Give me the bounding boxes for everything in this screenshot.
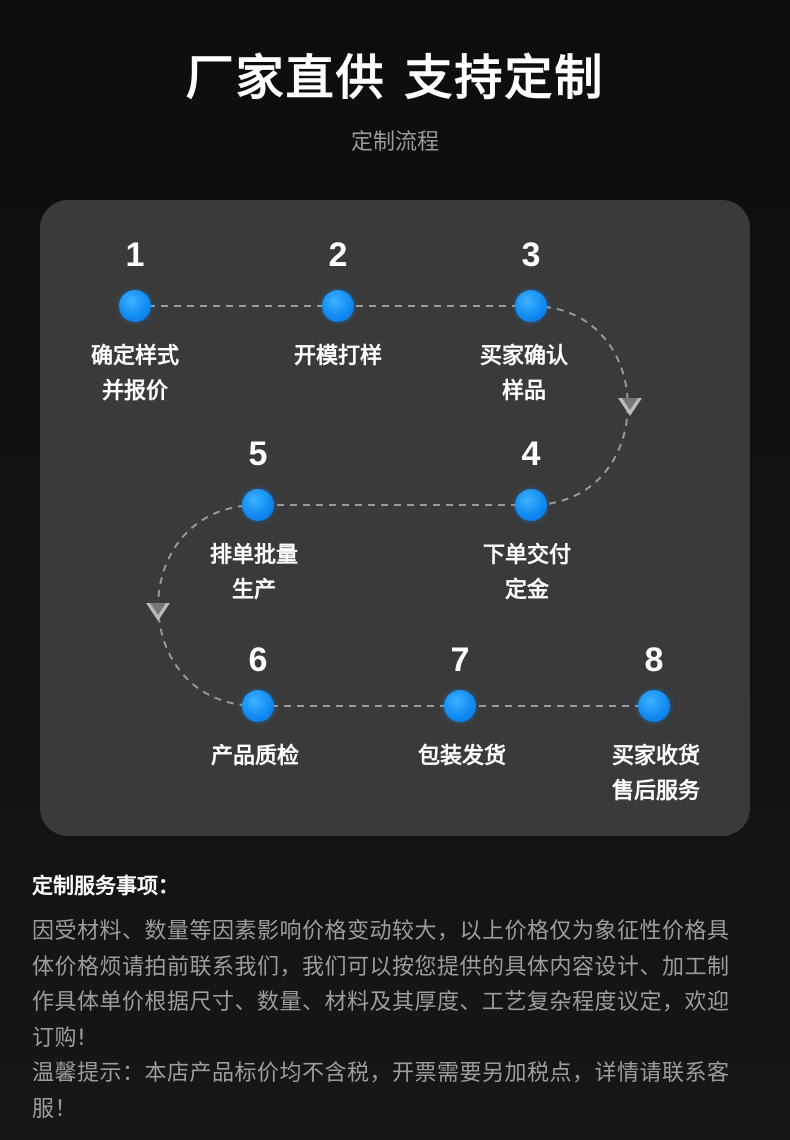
step-6-dot — [242, 690, 274, 722]
connector-curve-right — [530, 305, 629, 506]
step-8-label: 买家收货 售后服务 — [611, 744, 700, 804]
step-7-number: 7 — [450, 641, 470, 679]
step-4-label: 下单交付 定金 — [482, 543, 571, 603]
page-title: 厂家直供 支持定制 — [185, 50, 605, 106]
notes-paragraph-tax: 温馨提示：本店产品标价均不含税，开票需要另加税点，详情请联系客服！ — [32, 1061, 730, 1122]
step-8-dot — [638, 690, 670, 722]
step-2-dot — [322, 290, 354, 322]
step-3-label: 买家确认 样品 — [479, 344, 568, 404]
step-2-number: 2 — [328, 236, 348, 274]
notes-paragraph-pricing: 因受材料、数量等因素影响价格变动较大，以上价格仅为象征性价格具体价格烦请拍前联系… — [32, 919, 730, 1051]
step-1-dot — [119, 290, 151, 322]
step-5-dot — [242, 489, 274, 521]
step-5-number: 5 — [248, 435, 268, 473]
connector-arrow-left-icon — [146, 603, 170, 621]
notes-body: 因受材料、数量等因素影响价格变动较大，以上价格仅为象征性价格具体价格烦请拍前联系… — [32, 914, 744, 1127]
step-7-label: 包装发货 — [417, 744, 506, 769]
connector-arrow-right-icon — [618, 398, 642, 416]
step-1-number: 1 — [125, 236, 145, 274]
step-6-number: 6 — [248, 641, 268, 679]
page-subtitle: 定制流程 — [350, 130, 439, 155]
step-5-label: 排单批量 生产 — [209, 543, 298, 603]
step-3-dot — [515, 290, 547, 322]
step-8-number: 8 — [644, 641, 664, 679]
step-7-dot — [444, 690, 476, 722]
step-1-label: 确定样式 并报价 — [90, 344, 179, 404]
step-4-number: 4 — [521, 435, 541, 473]
step-4-dot — [515, 489, 547, 521]
step-2-label: 开模打样 — [293, 344, 382, 369]
step-3-number: 3 — [521, 236, 541, 274]
notes-heading: 定制服务事项： — [32, 874, 179, 898]
step-6-label: 产品质检 — [210, 744, 299, 769]
